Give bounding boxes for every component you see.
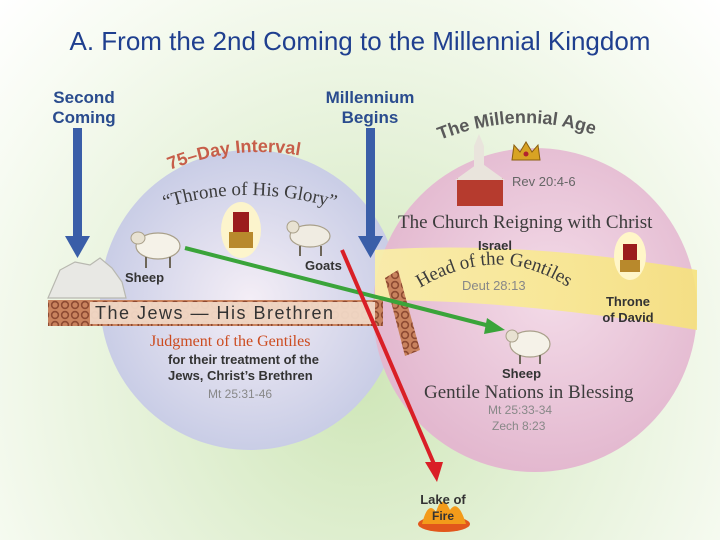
goat-icon — [286, 220, 331, 256]
sheep-left-label: Sheep — [125, 270, 164, 285]
mt-reference-right: Mt 25:33-34 — [488, 403, 552, 417]
millennium-circle — [373, 148, 697, 472]
israel-label: Israel — [478, 238, 512, 253]
millennial-age-label: The Millennial Age — [435, 107, 599, 144]
zech-reference: Zech 8:23 — [492, 419, 546, 433]
millennium-label-2: Begins — [342, 108, 399, 127]
rock-icon — [47, 257, 127, 299]
judgment-label: Judgment of the Gentiles — [150, 333, 310, 350]
throne-of-david-icon — [614, 232, 646, 280]
judgment-sub-2: Jews, Christ’s Brethren — [168, 368, 313, 383]
lake-fire-label-1: Lake of — [420, 492, 466, 507]
second-coming-arrow — [73, 128, 82, 238]
sheep-right-label: Sheep — [502, 366, 541, 381]
crown-icon — [511, 141, 541, 161]
second-coming-label-2: Coming — [52, 108, 115, 127]
page-title: A. From the 2nd Coming to the Millennial… — [69, 26, 651, 56]
millennium-label-1: Millennium — [326, 88, 415, 107]
jews-brethren-label: The Jews — His Brethren — [95, 303, 335, 323]
church-reigning-label: The Church Reigning with Christ — [398, 212, 653, 233]
sheep-icon — [130, 231, 181, 268]
goats-label: Goats — [305, 258, 342, 273]
mt-reference-left: Mt 25:31-46 — [208, 387, 272, 401]
throne-david-label-1: Throne — [606, 294, 650, 309]
goats-arrow — [340, 249, 436, 465]
throne-icon — [221, 202, 261, 258]
judgment-sub-1: for their treatment of the — [168, 352, 319, 367]
rev-reference: Rev 20:4-6 — [512, 174, 576, 189]
second-coming-label-1: Second — [53, 88, 114, 107]
millennium-arrow — [366, 128, 375, 238]
lake-fire-label-2: Fire — [432, 509, 454, 523]
deut-reference: Deut 28:13 — [462, 278, 526, 293]
church-icon — [455, 134, 505, 206]
gentile-blessing-label: Gentile Nations in Blessing — [424, 382, 634, 403]
sheep-icon-right — [505, 329, 551, 364]
fire-icon — [418, 501, 470, 532]
sheep-arrow — [184, 246, 491, 328]
throne-david-label-2: of David — [602, 310, 653, 325]
